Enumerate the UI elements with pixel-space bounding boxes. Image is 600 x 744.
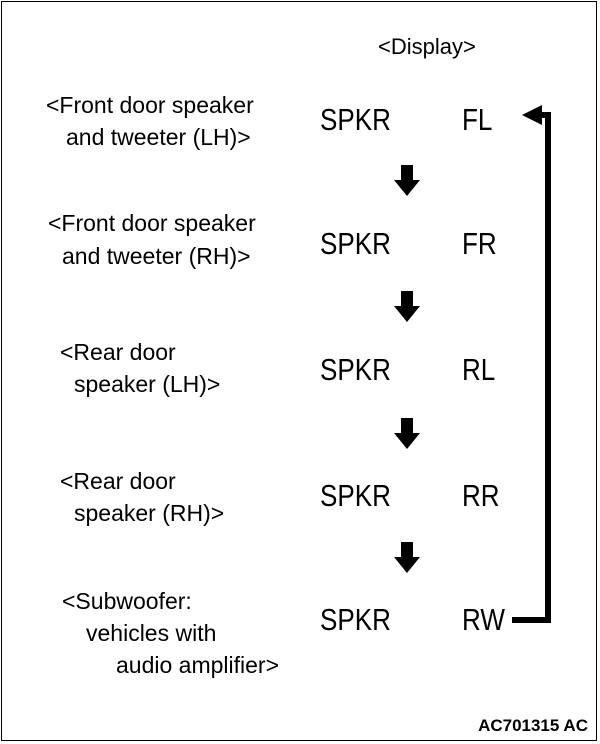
- row-3-label-line-2: speaker (LH)>: [74, 371, 221, 397]
- row-5-label-line-1: <Subwoofer:: [62, 588, 192, 614]
- row-1-label-line-1: <Front door speaker: [46, 92, 254, 118]
- return-loop-line: [512, 112, 551, 623]
- row-3-display-code: SPKR: [320, 352, 391, 387]
- row-4-display-channel: RR: [462, 478, 500, 513]
- down-arrow-icon: [394, 291, 420, 322]
- row-1-display-code: SPKR: [320, 102, 391, 137]
- row-2-label-line-1: <Front door speaker: [48, 210, 256, 236]
- row-3-display-channel: RL: [462, 352, 496, 387]
- row-3-label-line-1: <Rear door: [60, 339, 176, 365]
- row-5-label-line-3: audio amplifier>: [116, 652, 280, 678]
- down-arrow-icon: [394, 165, 420, 196]
- return-arrow-head-icon: [522, 105, 542, 125]
- row-5-display-channel: RW: [462, 602, 505, 637]
- row-4-label-line-1: <Rear door: [60, 468, 176, 494]
- display-header: <Display>: [378, 34, 476, 59]
- down-arrow-icon: [394, 542, 420, 573]
- row-5-display-code: SPKR: [320, 602, 391, 637]
- row-5-label-line-2: vehicles with: [86, 620, 217, 646]
- row-4-label-line-2: speaker (RH)>: [74, 500, 225, 526]
- row-1-label-line-2: and tweeter (LH)>: [66, 124, 251, 150]
- row-2-label-line-2: and tweeter (RH)>: [62, 243, 251, 269]
- row-2-display-channel: FR: [462, 226, 497, 261]
- down-arrow-icon: [394, 418, 420, 449]
- row-1-display-channel: FL: [462, 102, 493, 137]
- figure-code: AC701315 AC: [478, 716, 588, 735]
- row-2-display-code: SPKR: [320, 226, 391, 261]
- row-4-display-code: SPKR: [320, 478, 391, 513]
